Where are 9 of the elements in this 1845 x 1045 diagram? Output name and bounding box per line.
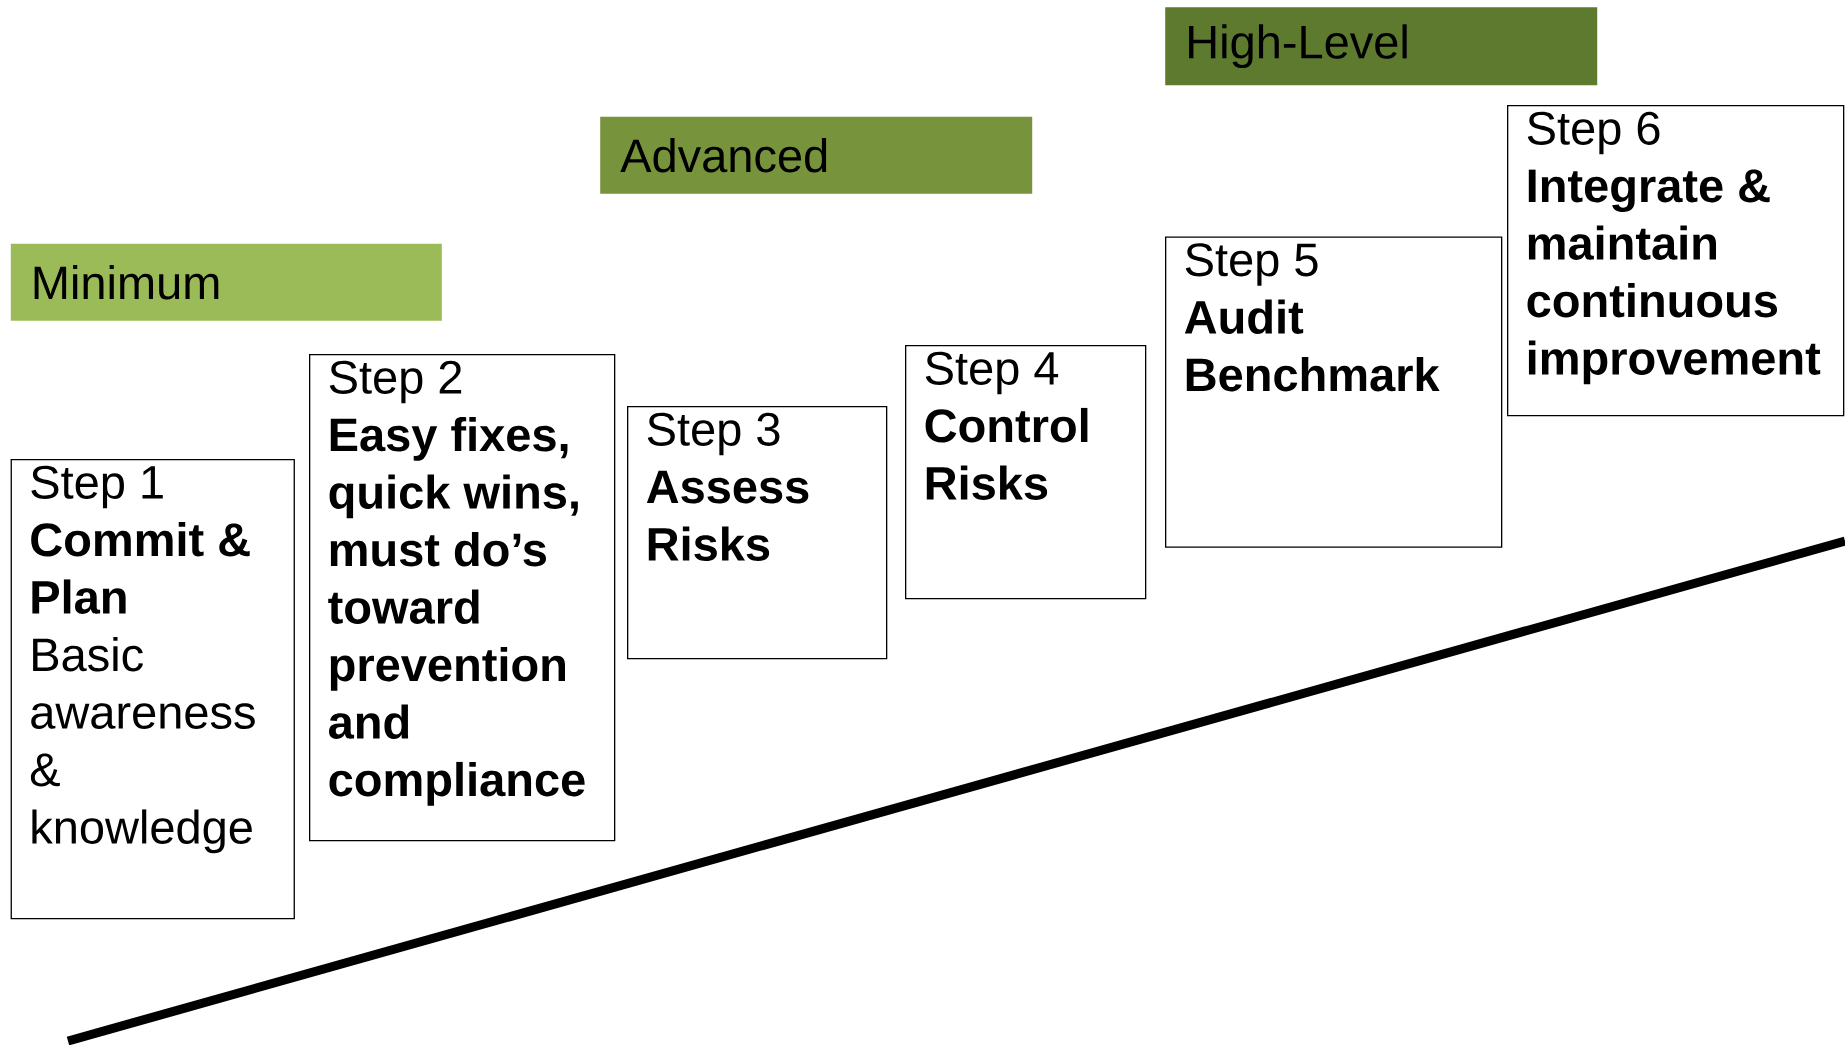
step-box: Step 4 Control Risks	[905, 345, 1147, 600]
step-box: Step 6 Integrate & maintain continuous improvement	[1507, 105, 1845, 417]
step-box: Step 5 Audit Benchmark	[1165, 236, 1503, 548]
level-band: High-Level	[1165, 7, 1598, 86]
step-box: Step 1 Commit & Plan Basic awareness & knowledge	[10, 459, 295, 920]
step-box: Step 2 Easy fixes, quick wins, must do’s toward prevention and compliance	[309, 354, 616, 842]
level-band: Advanced	[600, 116, 1033, 194]
level-band: Minimum	[10, 243, 442, 321]
step-box: Step 3 Assess Risks	[627, 406, 888, 660]
